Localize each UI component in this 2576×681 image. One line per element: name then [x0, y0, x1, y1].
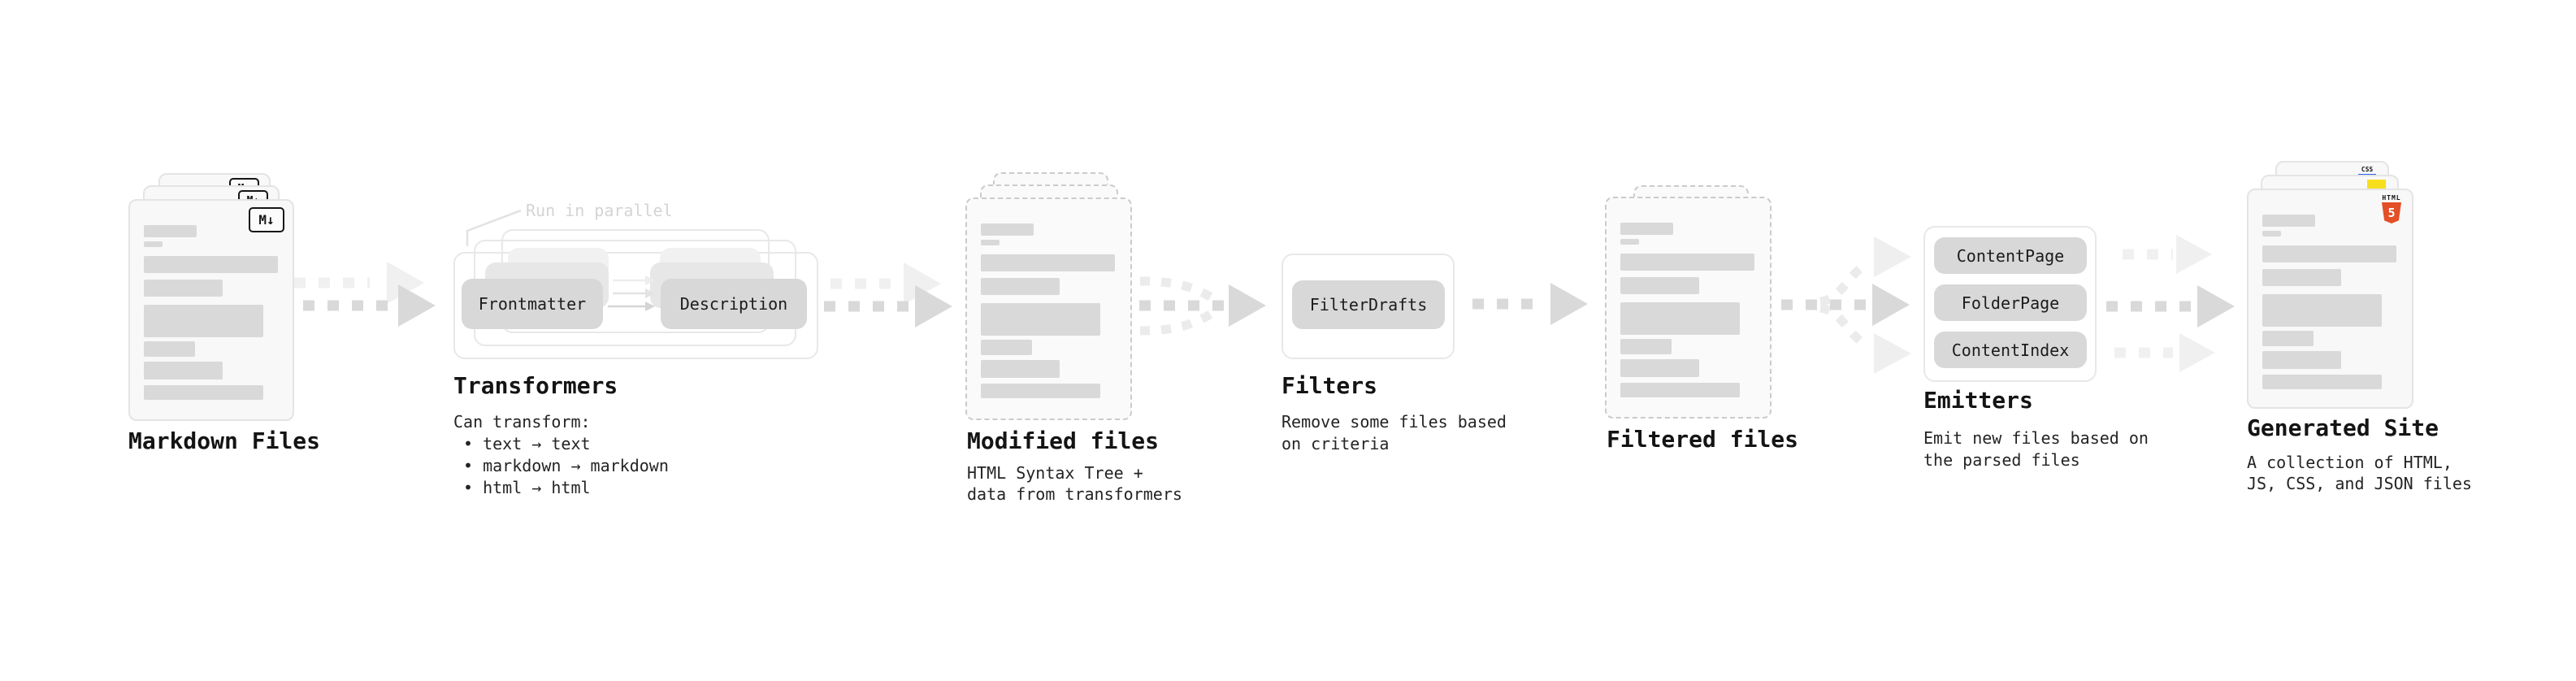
filters-description: Remove some files based on criteria [1281, 411, 1507, 455]
text-line-bar [144, 385, 263, 400]
emitters-description: Emit new files based on the parsed files [1923, 427, 2149, 471]
text-line-bar [981, 340, 1032, 355]
html5-icon-shield: 5 [2382, 202, 2401, 223]
filterdrafts-pill: FilterDrafts [1292, 280, 1445, 329]
text-line-bar [144, 362, 223, 380]
arrow-markdown-to-transformers [294, 262, 436, 327]
stage-title-emitters: Emitters [1923, 387, 2033, 414]
stage-title-transformers: Transformers [453, 372, 618, 399]
emitters-desc-line: Emit new files based on [1923, 428, 2149, 448]
generated-site-description: A collection of HTML, JS, CSS, and JSON … [2247, 452, 2472, 494]
text-line-bar [981, 360, 1060, 378]
transformers-bullet: • text → text [463, 434, 591, 453]
transformers-bullet: • html → html [463, 478, 591, 497]
folderpage-pill: FolderPage [1934, 284, 2087, 321]
text-line-bar [144, 280, 223, 297]
contentindex-pill: ContentIndex [1934, 332, 2087, 368]
emitters-frame [1923, 226, 2097, 382]
text-line-bar [981, 240, 1000, 245]
text-line-bar [1620, 359, 1699, 377]
modified-file-doc-front [965, 197, 1132, 420]
markdown-icon: M↓ [249, 207, 284, 232]
stage-title-filters: Filters [1281, 372, 1378, 399]
text-line-bar [144, 225, 197, 237]
description-pill: Description [661, 279, 807, 329]
stage-title-generated-site: Generated Site [2247, 414, 2439, 441]
text-line-bar [2262, 269, 2341, 286]
frontmatter-label: Frontmatter [478, 294, 587, 314]
text-line-bar [2262, 245, 2396, 262]
text-line-bar [1620, 277, 1699, 294]
html5-icon-label: HTML [2382, 194, 2401, 202]
html5-icon-number: 5 [2387, 206, 2396, 220]
text-line-bar [2262, 375, 2382, 389]
js-icon [2367, 180, 2386, 189]
description-label: Description [679, 294, 788, 314]
transformers-description: Can transform: • text → text • markdown … [453, 411, 669, 499]
modified-files-description: HTML Syntax Tree + data from transformer… [967, 462, 1182, 505]
contentpage-label: ContentPage [1956, 245, 2065, 266]
filterdrafts-label: FilterDrafts [1309, 295, 1428, 314]
markdown-file-doc-front: M↓ [128, 199, 294, 421]
text-line-bar [1620, 302, 1740, 335]
text-line-bar [144, 305, 263, 337]
text-line-bar [2262, 294, 2382, 327]
text-line-bar [1620, 254, 1754, 271]
text-line-bar [2262, 231, 2281, 236]
text-line-bar [2262, 215, 2315, 227]
markdown-icon-label: M↓ [258, 212, 275, 228]
stage-title-modified-files: Modified files [967, 427, 1160, 454]
text-line-bar [981, 384, 1100, 398]
transformers-desc-heading: Can transform: [453, 412, 591, 432]
frontmatter-pill: Frontmatter [462, 279, 603, 329]
text-line-bar [144, 341, 195, 357]
filters-desc-line: on criteria [1281, 434, 1390, 453]
run-in-parallel-annotation: Run in parallel [526, 201, 673, 220]
arrow-transformers-to-modified [824, 262, 952, 327]
arrow-filters-to-filtered [1472, 283, 1588, 325]
text-line-bar [1620, 339, 1672, 354]
text-line-bar [1620, 383, 1740, 397]
arrow-emitters-to-generated [2106, 235, 2235, 372]
generated-site-desc-line: A collection of HTML, [2247, 453, 2452, 472]
modified-files-desc-line: data from transformers [967, 484, 1182, 504]
generated-site-desc-line: JS, CSS, and JSON files [2247, 474, 2472, 493]
text-line-bar [981, 303, 1100, 336]
filters-frame [1281, 254, 1455, 359]
text-line-bar [981, 278, 1060, 295]
text-line-bar [2262, 351, 2341, 369]
text-line-bar [981, 254, 1115, 271]
contentpage-pill: ContentPage [1934, 237, 2087, 274]
text-line-bar [144, 241, 163, 247]
arrow-filtered-to-emitters [1781, 236, 1911, 374]
html5-icon: HTML 5 [2381, 194, 2402, 223]
text-line-bar [2262, 331, 2314, 346]
stage-title-markdown-files: Markdown Files [128, 427, 321, 454]
emitters-desc-line: the parsed files [1923, 450, 2080, 470]
arrow-modified-to-filters [1139, 276, 1266, 336]
text-line-bar [1620, 239, 1639, 245]
contentindex-label: ContentIndex [1951, 340, 2070, 360]
modified-files-desc-line: HTML Syntax Tree + [967, 463, 1143, 483]
filtered-file-doc-front [1605, 197, 1772, 419]
generated-doc-html: HTML 5 [2247, 189, 2413, 409]
css-icon-label: CSS [2361, 166, 2374, 173]
transformers-bullet: • markdown → markdown [463, 456, 669, 475]
filters-desc-line: Remove some files based [1281, 412, 1507, 432]
transformer-frame-front [453, 252, 818, 359]
text-line-bar [1620, 223, 1673, 235]
text-line-bar [981, 223, 1034, 236]
text-line-bar [144, 256, 278, 273]
folderpage-label: FolderPage [1961, 293, 2060, 313]
stage-title-filtered-files: Filtered files [1607, 426, 1799, 453]
